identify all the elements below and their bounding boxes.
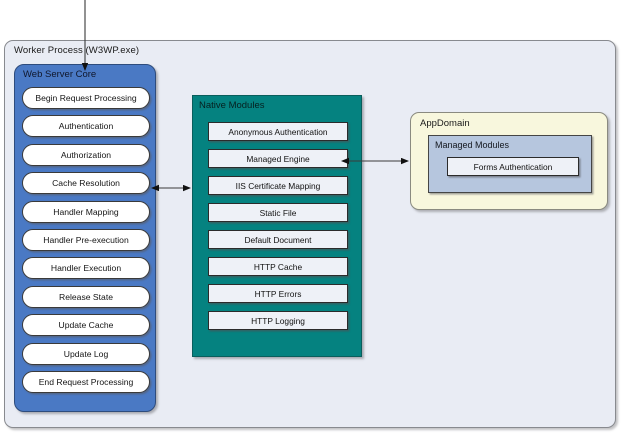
appdomain-label: AppDomain — [420, 118, 470, 129]
native-modules-container: Native Modules Anonymous Authentication … — [192, 95, 362, 357]
native-module-anonymous-authentication[interactable]: Anonymous Authentication — [208, 122, 348, 141]
native-module-http-logging[interactable]: HTTP Logging — [208, 311, 348, 330]
native-module-managed-engine[interactable]: Managed Engine — [208, 149, 348, 168]
appdomain-container: AppDomain Managed Modules Forms Authenti… — [410, 112, 608, 210]
web-server-core-label: Web Server Core — [23, 69, 97, 80]
native-modules-list: Anonymous Authentication Managed Engine … — [208, 122, 348, 338]
native-module-default-document[interactable]: Default Document — [208, 230, 348, 249]
web-server-core-container: Web Server Core Begin Request Processing… — [14, 64, 156, 412]
managed-modules-container: Managed Modules Forms Authentication — [428, 135, 592, 193]
native-module-http-cache[interactable]: HTTP Cache — [208, 257, 348, 276]
native-modules-label: Native Modules — [199, 100, 265, 111]
pipeline-stage-handler-pre-execution[interactable]: Handler Pre-execution — [22, 228, 150, 251]
pipeline-stage-release-state[interactable]: Release State — [22, 285, 150, 308]
pipeline-stage-begin-request-processing[interactable]: Begin Request Processing — [22, 87, 150, 109]
web-server-core-pipeline-list: Begin Request Processing Authentication … — [22, 87, 150, 399]
native-module-http-errors[interactable]: HTTP Errors — [208, 284, 348, 303]
pipeline-stage-handler-execution[interactable]: Handler Execution — [22, 257, 150, 280]
native-module-static-file[interactable]: Static File — [208, 203, 348, 222]
managed-modules-label: Managed Modules — [435, 140, 510, 150]
pipeline-stage-end-request-processing[interactable]: End Request Processing — [22, 370, 150, 393]
pipeline-stage-update-log[interactable]: Update Log — [22, 342, 150, 365]
worker-process-label: Worker Process (W3WP.exe) — [14, 45, 140, 56]
pipeline-stage-authentication[interactable]: Authentication — [22, 115, 150, 138]
managed-module-forms-authentication[interactable]: Forms Authentication — [447, 157, 579, 176]
pipeline-stage-cache-resolution[interactable]: Cache Resolution — [22, 172, 150, 195]
pipeline-stage-handler-mapping[interactable]: Handler Mapping — [22, 200, 150, 223]
pipeline-stage-authorization[interactable]: Authorization — [22, 143, 150, 166]
native-module-iis-certificate-mapping[interactable]: IIS Certificate Mapping — [208, 176, 348, 195]
pipeline-stage-update-cache[interactable]: Update Cache — [22, 314, 150, 337]
